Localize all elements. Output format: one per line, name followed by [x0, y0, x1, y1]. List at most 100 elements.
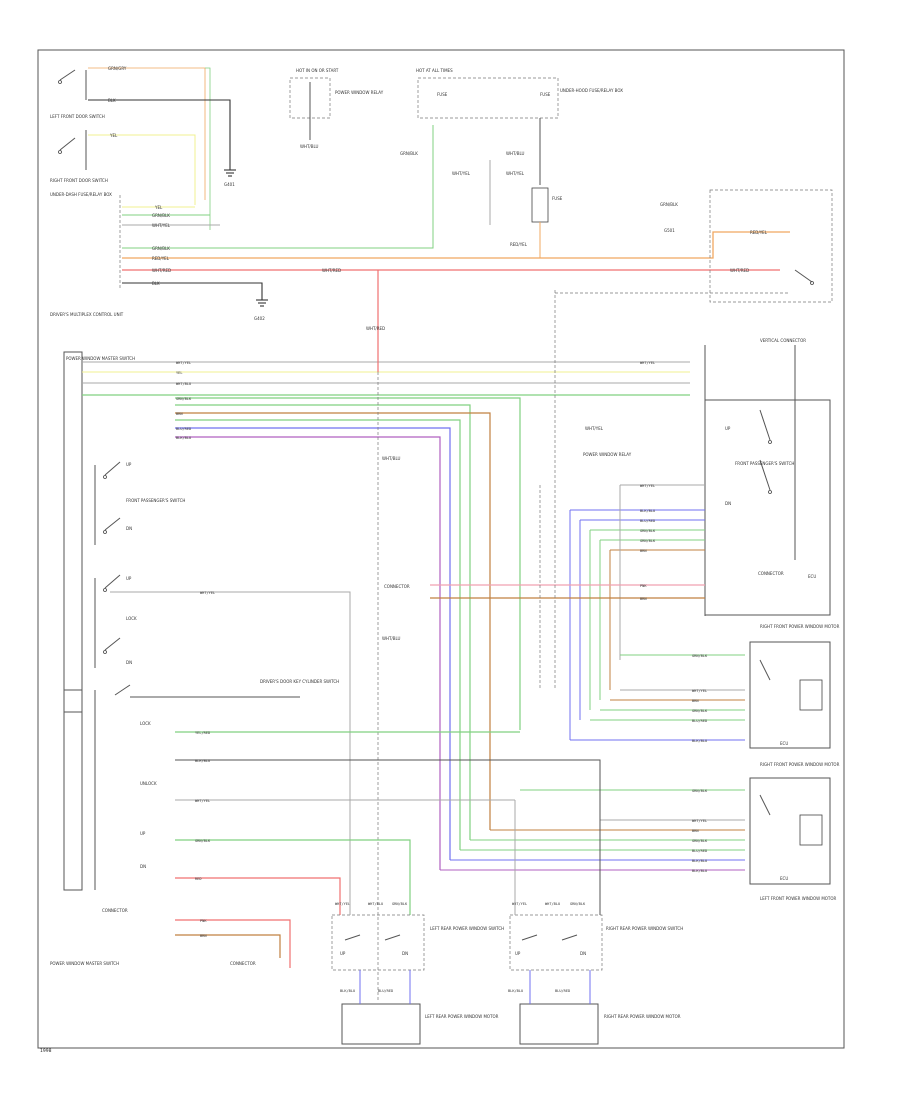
wire-whtyel-label: WHT/YEL	[152, 223, 171, 228]
rr-whtyel-label: WHT/YEL	[512, 902, 527, 906]
wire-yel-label: YEL	[154, 205, 163, 210]
wire-grnblk-label: GRN/BLK	[152, 213, 170, 218]
vertical-connector: VERTICAL CONNECTOR CONNECTOR ECU	[704, 338, 831, 616]
lf-blured-label: BLU/RED	[692, 849, 707, 853]
lr-grnblk-label: GRN/BLK	[392, 902, 408, 906]
mid-connector-label: CONNECTOR	[384, 584, 410, 589]
lr-up-label: UP	[340, 951, 346, 956]
ml-red-label: RED	[195, 877, 202, 881]
lr-switch-label: LEFT REAR POWER WINDOW SWITCH	[430, 926, 504, 931]
bus-wires: WHT/YEL WHT/YEL YEL WHT/BLU GRN/BLK BRN …	[82, 361, 690, 870]
bl-brn-label: BRN	[200, 934, 207, 938]
lf-grnblk2-label: GRN/BLK	[692, 839, 708, 843]
ms-pass-label: FRONT PASSENGER'S SWITCH	[126, 498, 185, 503]
bus-grnblk-label: GRN/BLK	[176, 397, 192, 401]
lf-whtyel-label: WHT/YEL	[692, 819, 707, 823]
lf-wires: GRN/BLK WHT/YEL BRN GRN/BLK BLU/RED BLK/…	[440, 760, 745, 873]
rr-motor-blured-label: BLU/RED	[555, 989, 570, 993]
lf-blkblu2-label: BLK/BLU	[692, 869, 707, 873]
ms-up3-label: UP	[140, 831, 146, 836]
right-rear-window-motor: RIGHT REAR POWER WINDOW MOTOR BLK/BLU BL…	[508, 970, 681, 1045]
bundle-grnblk2-label: GRN/BLK	[640, 539, 656, 543]
ecu-label: ECU	[808, 574, 816, 579]
front-pass-label: FRONT PASSENGER'S SWITCH	[735, 461, 794, 466]
mid-connector: CONNECTOR PNK BRN	[384, 584, 705, 601]
g401-label: G401	[224, 182, 235, 187]
right-rear-window-switch: RIGHT REAR POWER WINDOW SWITCH UP DN WHT…	[509, 902, 683, 971]
master-switch-internals: UP FRONT PASSENGER'S SWITCH DN UP LOCK D…	[94, 461, 351, 890]
relay-redyel-label: RED/YEL	[510, 242, 528, 247]
lr-dn-label: DN	[402, 951, 408, 956]
bundle-whtyel-label: WHT/YEL	[640, 484, 655, 488]
bus-yel-label: YEL	[176, 371, 183, 375]
master-switch-box	[63, 351, 83, 713]
hot-in-run-fuse: HOT IN ON OR START POWER WINDOW RELAY WH…	[289, 68, 384, 149]
bus-whtyel2-label: WHT/YEL	[640, 361, 655, 365]
g501-label: G501	[664, 228, 675, 233]
rf-grnblk-label: GRN/BLK	[692, 654, 708, 658]
lr-motor-label: LEFT REAR POWER WINDOW MOTOR	[425, 1014, 499, 1019]
ground-g401: G401	[224, 160, 236, 187]
key-cyl-label: DRIVER'S DOOR KEY CYLINDER SWITCH	[260, 679, 339, 684]
right-front-door-label: RIGHT FRONT DOOR SWITCH	[50, 178, 108, 183]
left-front-door-switch: LEFT FRONT DOOR SWITCH	[50, 69, 105, 119]
pass-dn-label: DN	[725, 501, 731, 506]
hot-in-run-label: HOT IN ON OR START	[296, 68, 339, 73]
bundle-brn-label: BRN	[640, 549, 647, 553]
whtyel-top2-label: WHT/YEL	[506, 171, 525, 176]
connector-right-label: CONNECTOR	[758, 571, 784, 576]
diagram-frame	[37, 49, 845, 1049]
ms-up-label: UP	[126, 462, 132, 467]
bus-blkblu-label: BLK/BLU	[176, 436, 191, 440]
pass-up-label: UP	[725, 426, 731, 431]
ms-dn-label: DN	[126, 526, 132, 531]
driver-unit-label: DRIVER'S MULTIPLEX CONTROL UNIT	[50, 312, 124, 317]
ms-dn2-label: DN	[126, 660, 132, 665]
grnblk-top-label: GRN/BLK	[400, 151, 418, 156]
lr-whtblu-label: WHT/BLU	[368, 902, 383, 906]
fuse-no-label: FUSE	[437, 92, 448, 97]
rr-whtblu-label: WHT/BLU	[545, 902, 560, 906]
wire-whtred3-label: WHT/RED	[730, 268, 749, 273]
left-rear-window-switch: LEFT REAR POWER WINDOW SWITCH UP DN WHT/…	[331, 902, 504, 971]
right-front-window-motor: RIGHT FRONT POWER WINDOW MOTOR ECU	[749, 624, 840, 749]
bus-brn-label: BRN	[176, 412, 183, 416]
bus-blured-label: BLU/RED	[176, 427, 191, 431]
vert-whtblu2-label: WHT/BLU	[382, 636, 401, 641]
rr-motor-blkblu-label: BLK/BLU	[508, 989, 523, 993]
bundle-blkblu-label: BLK/BLU	[640, 509, 655, 513]
ml-grnblk-label: GRN/BLK	[195, 839, 211, 843]
g402-label: G402	[254, 316, 265, 321]
bottom-left-connector: CONNECTOR PNK BRN CONNECTOR POWER WINDOW…	[50, 908, 291, 968]
ml-whtyel-label: WHT/YEL	[195, 799, 210, 803]
left-rear-window-motor: LEFT REAR POWER WINDOW MOTOR BLK/BLU BLU…	[340, 970, 499, 1045]
wire-whtred2-label: WHT/RED	[322, 268, 341, 273]
lr-motor-blured-label: BLU/RED	[378, 989, 393, 993]
corner-code: 1998	[40, 1048, 52, 1054]
rr-motor-label: RIGHT REAR POWER WINDOW MOTOR	[604, 1014, 681, 1019]
rf-grnblk2-label: GRN/BLK	[692, 709, 708, 713]
left-front-door-label: LEFT FRONT DOOR SWITCH	[50, 114, 105, 119]
lr-motor-blkblu-label: BLK/BLU	[340, 989, 355, 993]
lf-grnblk-label: GRN/BLK	[692, 789, 708, 793]
left-front-window-motor: RIGHT FRONT POWER WINDOW MOTOR LEFT FRON…	[749, 762, 840, 901]
right-front-door-switch: RIGHT FRONT DOOR SWITCH	[50, 130, 108, 183]
ms-unlock-label: UNLOCK	[140, 781, 157, 786]
pw-relay-label: POWER WINDOW RELAY	[335, 90, 384, 95]
lf-brn-label: BRN	[692, 829, 699, 833]
rr-grnblk-label: GRN/BLK	[570, 902, 586, 906]
rr-dn-label: DN	[580, 951, 586, 956]
power-window-relay-box: GRN/BLK RED/YEL G501	[660, 189, 833, 303]
rf-blkblu-label: BLK/BLU	[692, 739, 707, 743]
bl-connector-label: CONNECTOR	[102, 908, 128, 913]
relay-fuse-label: FUSE	[552, 196, 563, 201]
master-switch-label: POWER WINDOW MASTER SWITCH	[66, 356, 135, 361]
blk-top-label: BLK	[108, 98, 116, 103]
rf-ecu-label: ECU	[780, 741, 788, 746]
ground-g402: G402	[254, 299, 268, 321]
ml-blkblu-label: BLK/BLU	[195, 759, 210, 763]
bundle-grnblk-label: GRN/BLK	[640, 529, 656, 533]
master-lower-wires: YEL/RED BLK/BLU WHT/YEL GRN/BLK RED	[175, 731, 601, 915]
whtblu-top-label: WHT/BLU	[300, 144, 319, 149]
master-lower-box	[63, 689, 83, 891]
